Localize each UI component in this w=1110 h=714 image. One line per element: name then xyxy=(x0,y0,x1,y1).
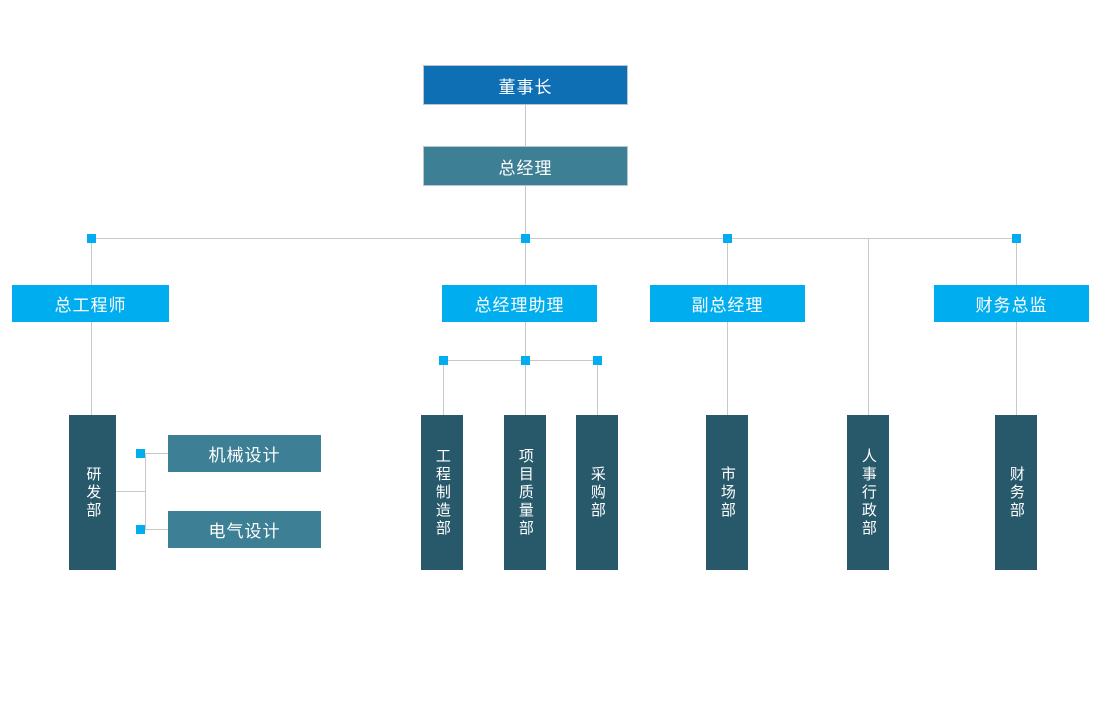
connector-handle-deputy-gm[interactable] xyxy=(723,234,732,243)
connector-handle-procurement[interactable] xyxy=(593,356,602,365)
connector-handle-finance-director[interactable] xyxy=(1012,234,1021,243)
node-rd-dept[interactable]: 研发部 xyxy=(69,415,116,570)
node-chairman[interactable]: 董事长 xyxy=(423,65,628,105)
node-elec-design[interactable]: 电气设计 xyxy=(168,511,321,548)
node-chairman-label: 董事长 xyxy=(498,77,553,97)
connector-chairman-to-gm xyxy=(525,105,526,146)
node-marketing[interactable]: 市场部 xyxy=(706,415,748,570)
connector-rd-spine xyxy=(145,453,146,530)
connector-handle-gm-assistant[interactable] xyxy=(521,234,530,243)
connector-level3-bus xyxy=(91,238,1016,239)
connector-handle-project-quality[interactable] xyxy=(521,356,530,365)
connector-chief-engineer-to-rd xyxy=(91,322,92,415)
connector-finance-director-to-finance-dept xyxy=(1016,322,1017,415)
connector-rd-stub xyxy=(116,491,145,492)
connector-deputy-gm-to-marketing xyxy=(727,322,728,415)
node-eng-manufacturing[interactable]: 工程制造部 xyxy=(421,415,463,570)
node-finance-director[interactable]: 财务总监 xyxy=(934,285,1089,322)
node-project-quality[interactable]: 项目质量部 xyxy=(504,415,546,570)
connector-bus-to-finance-director xyxy=(1016,238,1017,285)
node-chief-engineer-label: 总工程师 xyxy=(54,296,127,315)
connector-gm-assistant-down xyxy=(525,322,526,361)
connector-gm-assistant-bus xyxy=(443,360,597,361)
connector-bus-to-gm-assistant xyxy=(525,238,526,285)
node-mech-design[interactable]: 机械设计 xyxy=(168,435,321,472)
node-finance-dept[interactable]: 财务部 xyxy=(995,415,1037,570)
connector-bus-to-eng-manufacturing xyxy=(443,360,444,415)
node-finance-dept-label: 财务部 xyxy=(1007,465,1025,520)
node-general-manager-label: 总经理 xyxy=(498,158,553,178)
node-deputy-gm-label: 副总经理 xyxy=(691,296,764,315)
node-hr-admin-label: 人事行政部 xyxy=(859,447,877,538)
node-marketing-label: 市场部 xyxy=(718,465,736,520)
node-project-quality-label: 项目质量部 xyxy=(516,447,534,538)
node-general-manager[interactable]: 总经理 xyxy=(423,146,628,186)
node-mech-design-label: 机械设计 xyxy=(208,446,281,465)
connector-bus-to-chief-engineer xyxy=(91,238,92,285)
node-eng-manufacturing-label: 工程制造部 xyxy=(433,447,451,538)
connector-bus-to-project-quality xyxy=(525,360,526,415)
node-gm-assistant-label: 总经理助理 xyxy=(474,296,565,315)
connector-bus-to-deputy-gm xyxy=(727,238,728,285)
connector-rd-to-elec-design xyxy=(145,529,168,530)
connector-rd-to-mech-design xyxy=(145,453,168,454)
node-chief-engineer[interactable]: 总工程师 xyxy=(12,285,169,322)
connector-bus-to-hr-admin xyxy=(868,238,869,415)
connector-bus-to-procurement xyxy=(597,360,598,415)
node-deputy-gm[interactable]: 副总经理 xyxy=(650,285,805,322)
node-procurement[interactable]: 采购部 xyxy=(576,415,618,570)
connector-gm-down xyxy=(525,186,526,238)
connector-handle-eng-manufacturing[interactable] xyxy=(439,356,448,365)
node-finance-director-label: 财务总监 xyxy=(975,296,1048,315)
connector-handle-mech-design[interactable] xyxy=(136,449,145,458)
node-elec-design-label: 电气设计 xyxy=(208,522,281,541)
node-gm-assistant[interactable]: 总经理助理 xyxy=(442,285,597,322)
node-rd-dept-label: 研发部 xyxy=(84,465,102,520)
node-hr-admin[interactable]: 人事行政部 xyxy=(847,415,889,570)
connector-handle-elec-design[interactable] xyxy=(136,525,145,534)
connector-handle-chief-engineer[interactable] xyxy=(87,234,96,243)
node-procurement-label: 采购部 xyxy=(588,465,606,520)
